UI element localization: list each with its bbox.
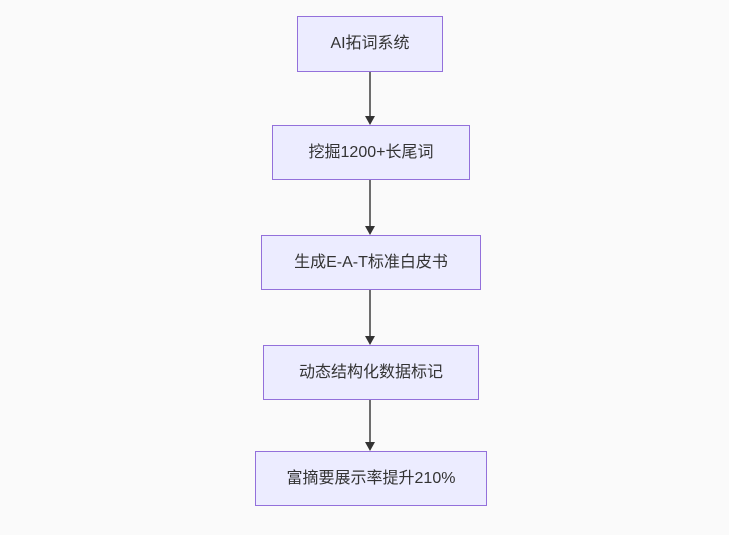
flow-arrow-4 (364, 400, 376, 451)
node-label: 挖掘1200+长尾词 (308, 143, 434, 161)
arrow-down-icon (365, 442, 375, 451)
flowchart-node-step-1: AI拓词系统 (297, 16, 443, 72)
node-label: 动态结构化数据标记 (298, 363, 443, 381)
flow-arrow-2 (364, 180, 376, 235)
arrow-line (369, 72, 371, 116)
node-label: 生成E-A-T标准白皮书 (294, 253, 448, 271)
flow-arrow-1 (364, 72, 376, 125)
flow-arrow-3 (364, 290, 376, 345)
flowchart-node-step-5: 富摘要展示率提升210% (255, 451, 487, 506)
arrow-line (369, 400, 371, 442)
flowchart-node-step-2: 挖掘1200+长尾词 (272, 125, 470, 180)
arrow-down-icon (365, 336, 375, 345)
arrow-line (369, 180, 371, 226)
arrow-down-icon (365, 226, 375, 235)
arrow-line (369, 290, 371, 336)
flowchart-node-step-3: 生成E-A-T标准白皮书 (261, 235, 481, 290)
flowchart-node-step-4: 动态结构化数据标记 (263, 345, 479, 400)
node-label: AI拓词系统 (330, 35, 410, 53)
arrow-down-icon (365, 116, 375, 125)
node-label: 富摘要展示率提升210% (286, 469, 456, 487)
